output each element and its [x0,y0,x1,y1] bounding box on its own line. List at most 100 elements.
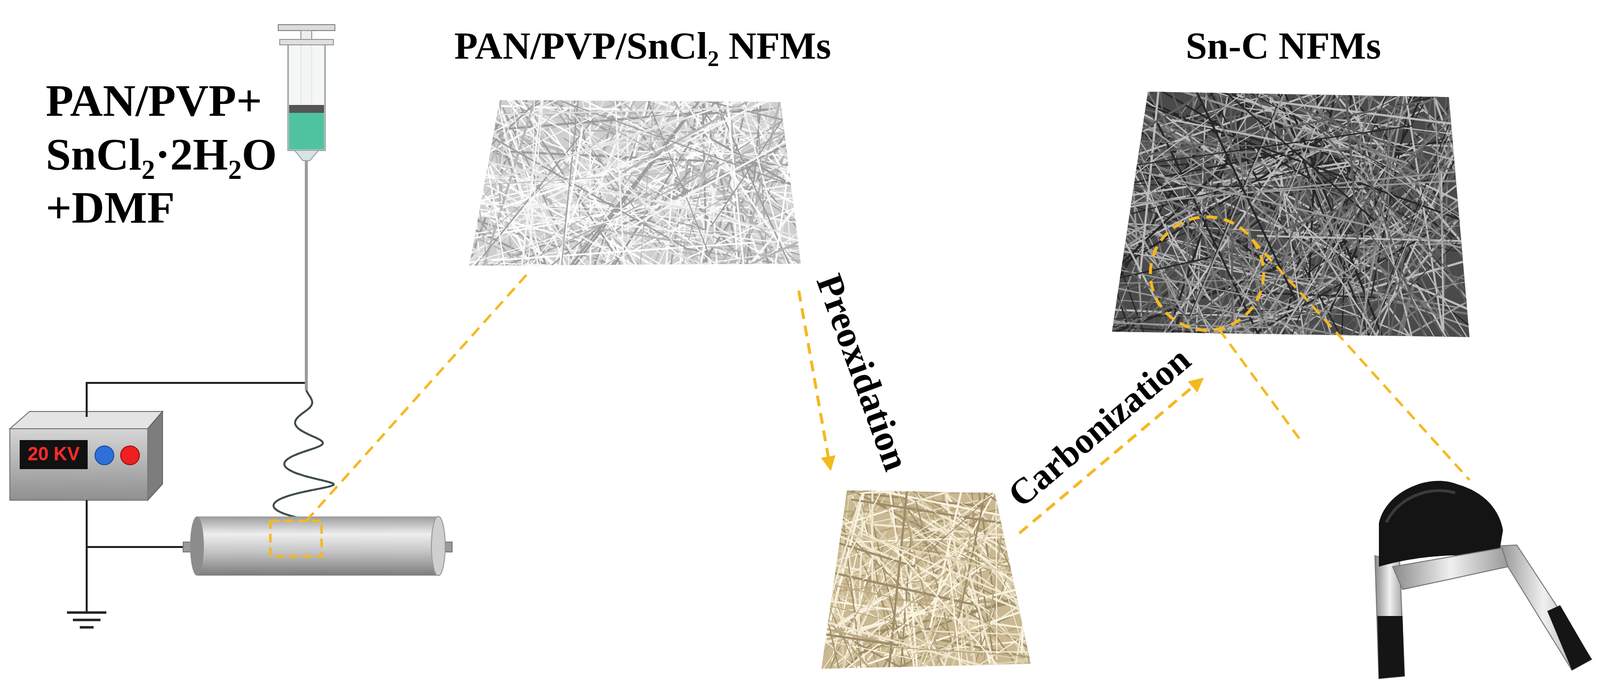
fiber-strand [449,118,640,324]
fiber-strand [846,564,954,660]
fiber-strand [1302,121,1600,396]
fiber-strand [976,50,1441,235]
fiber-strand [306,107,757,120]
fiber-strand [662,80,906,135]
fiber-strand [1391,0,1537,385]
fiber-strand [1256,235,1530,243]
fiber-strand [1173,205,1460,373]
syringe-flange [279,39,334,45]
ground-symbol [72,618,101,621]
fiber-strand [834,584,867,684]
blue-button [95,445,114,465]
fiber-strand [917,38,1316,337]
fiber-strand [1246,166,1542,406]
fiber-strand [1016,416,1020,602]
fiber-group [285,0,995,485]
membrane-title: Sn-C NFMs [1185,23,1382,68]
fiber-strand [1016,522,1041,684]
polymer-solution [289,112,325,150]
fiber-strand [428,147,824,243]
fiber-strand [1021,515,1029,654]
fiber-strand [702,468,986,522]
fiber-strand [316,23,624,338]
fiber-strand [1328,151,1516,378]
fiber-strand [921,630,1134,639]
fiber-strand [778,573,933,606]
fiber-strand [1028,69,1367,263]
membrane-title: PAN/PVP/SnCl₂ NFMs [454,23,831,68]
fiber-strand [769,466,894,684]
drum-collector [196,516,439,576]
process-label: Preoxidation [807,268,918,476]
fiber-strand [988,565,1062,660]
fiber-strand [578,30,759,325]
zoom-leader [1219,329,1302,441]
fiber-strand [1134,155,1600,204]
tweezer-tip [1377,615,1405,679]
fiber-strand [928,535,1085,617]
fiber-strand [1366,0,1567,219]
fiber-strand [1349,27,1580,248]
spinneret-needle [304,160,308,391]
fiber-strand [979,604,1071,684]
fiber-strand [1209,163,1213,480]
fiber-strand [1062,219,1392,350]
fiber-strand [947,550,962,674]
fiber-strand [515,84,802,189]
fiber-strand [807,469,1018,535]
fiber-strand [1053,7,1192,241]
drum-end [431,516,446,576]
fiber-strand [466,97,486,339]
fiber-strand [544,26,588,404]
fiber-strand [360,200,623,209]
fiber-strand [770,558,974,605]
fiber-strand [800,492,863,684]
fiber-strand [1432,65,1444,255]
plunger-stopper [289,104,325,113]
voltage-readout: 20 KV [27,443,80,465]
fiber-strand [622,80,941,159]
solution-label: PAN/PVP+ SnCl₂·2H₂O +DMF [45,73,302,235]
fiber-strand [376,178,576,323]
membrane-node: Sn-C NFMs [1103,14,1478,345]
fiber-strand [608,230,779,290]
fiber-strand [1399,51,1464,460]
fiber-strand [1148,0,1519,259]
fiber-strand [763,590,979,663]
fiber-strand [757,589,1016,654]
fiber-strand [1074,145,1159,306]
fiber-strand [414,145,683,292]
syringe-barrel [288,42,326,151]
fiber-strand [905,277,1349,289]
fiber-strand [790,521,889,684]
fiber-strand [627,173,928,354]
fiber-strand [910,493,994,569]
zoom-box [270,520,322,556]
fiber-strand [507,30,550,485]
fiber-strand [441,32,691,407]
ground-symbol [79,625,94,629]
ground-symbol [66,611,107,614]
fiber-strand [430,132,607,360]
fiber-strand [577,144,829,362]
fiber-strand [611,113,972,233]
fiber-strand [1269,100,1469,126]
fiber-strand [1367,118,1572,497]
high-voltage-wire [86,382,307,417]
fiber-strand [1054,0,1469,224]
fiber-strand [1014,257,1211,302]
fiber-strand [685,53,742,341]
fiber-strand [589,69,823,194]
fiber-strand [876,563,981,684]
fiber-strand [818,480,831,597]
fiber-strand [805,486,841,605]
fiber-strand [822,539,912,656]
fiber-strand [768,625,899,646]
red-button [120,445,140,465]
fiber-strand [1192,82,1297,301]
supply-side [147,411,163,500]
supply-front [9,428,148,500]
collector-wire [86,545,184,548]
membrane-node: PAN/PVP/SnCl₂ NFMs [433,14,852,276]
